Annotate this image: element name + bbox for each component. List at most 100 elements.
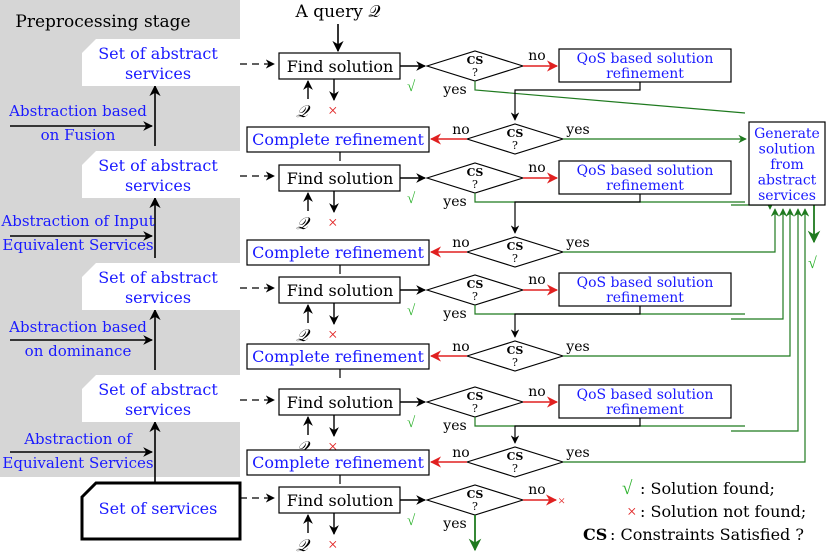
abstraction-label-line2: on Fusion (41, 126, 116, 144)
complete-refinement-label: Complete refinement (252, 243, 424, 262)
qos-label-line1: QoS based solution (577, 51, 714, 67)
legend-check-icon: √ (622, 478, 633, 499)
complete-refinement-box (246, 449, 430, 476)
qos-refinement-box (558, 272, 732, 307)
yes-path (474, 193, 745, 203)
yes-label: yes (442, 418, 466, 434)
no-label: no (528, 482, 545, 498)
check-icon: √ (407, 415, 416, 431)
cs-label: CS (507, 344, 524, 357)
cs-question: ? (472, 500, 478, 513)
check-icon: √ (407, 303, 416, 319)
qos-label-line2: refinement (606, 178, 684, 194)
legend-cs-desc: : Constraints Satisfied ? (610, 525, 804, 544)
cs-label: CS (467, 54, 484, 67)
find-solution-label: Find solution (287, 57, 394, 76)
abstraction-label-line1: Abstraction of (23, 430, 133, 448)
no-label: no (528, 160, 545, 176)
cross-icon: × (328, 213, 338, 232)
cs-label: CS (467, 390, 484, 403)
abstraction-label-line1: Abstraction of Input (0, 212, 154, 230)
yes-label: yes (442, 306, 466, 322)
find-solution-box (278, 486, 401, 514)
cs-question: ? (512, 462, 518, 475)
set-of-services-label: Set of services (99, 499, 218, 518)
no-label: no (528, 48, 545, 64)
query-symbol: 𝒬 (296, 326, 311, 346)
cs-question: ? (472, 402, 478, 415)
cs-question: ? (512, 139, 518, 152)
no-label: no (528, 384, 545, 400)
cs-question: ? (472, 290, 478, 303)
cross-icon: × (558, 493, 565, 508)
qos-refinement-box (558, 160, 732, 195)
generate-label-line: services (758, 188, 816, 204)
cs-question: ? (472, 178, 478, 191)
no-label: no (452, 235, 469, 251)
find-solution-box (278, 388, 401, 416)
abstract-set-box (82, 151, 240, 198)
cs-label: CS (507, 450, 524, 463)
no-label: no (452, 445, 469, 461)
cs-question: ? (472, 66, 478, 79)
qos-refinement-box (558, 48, 732, 83)
set-of-services-box (80, 481, 242, 541)
find-solution-label: Find solution (287, 169, 394, 188)
find-solution-label: Find solution (287, 281, 394, 300)
abstract-set-box (82, 263, 240, 310)
cross-icon: × (328, 101, 338, 120)
generate-label-line: Generate (754, 126, 820, 142)
qos-label-line2: refinement (606, 66, 684, 82)
yes-label: yes (565, 445, 589, 461)
yes-path (474, 417, 745, 427)
abstraction-label-line2: Equivalent Services (2, 454, 153, 472)
abstract-set-box (82, 375, 240, 422)
abstraction-label-line1: Abstraction based (8, 102, 147, 120)
qos-label-line1: QoS based solution (577, 387, 714, 403)
yes-label: yes (442, 82, 466, 98)
legend-not-found-text: : Solution not found; (640, 502, 806, 521)
query-symbol: 𝒬 (296, 214, 311, 234)
cross-icon: × (328, 325, 338, 344)
query-label: A query 𝒬 (295, 2, 381, 22)
qos-label-line2: refinement (606, 290, 684, 306)
find-solution-box (278, 52, 401, 80)
cs-label: CS (507, 127, 524, 140)
yes-path (474, 81, 746, 114)
yes-label: yes (565, 122, 589, 138)
qos-label-line1: QoS based solution (577, 163, 714, 179)
complete-refinement-label: Complete refinement (252, 453, 424, 472)
yes-path (474, 305, 745, 315)
qos-label-line2: refinement (606, 402, 684, 418)
query-symbol: 𝒬 (296, 102, 311, 122)
generate-label-line: solution (759, 142, 816, 158)
qos-refinement-box (558, 384, 732, 419)
legend-cross-icon: × (627, 502, 637, 521)
complete-refinement-label: Complete refinement (252, 130, 424, 149)
complete-refinement-box (246, 239, 430, 266)
complete-refinement-row: Complete refinement CS? no yes (246, 82, 747, 161)
cs-label: CS (467, 278, 484, 291)
cs-label: CS (467, 488, 484, 501)
yes-label: yes (565, 235, 589, 251)
find-solution-label: Find solution (287, 491, 394, 510)
legend-cs-key: CS (583, 525, 607, 544)
check-icon: √ (407, 79, 416, 95)
cross-icon: × (328, 535, 338, 554)
no-label: no (452, 122, 469, 138)
complete-refinement-box (246, 126, 430, 153)
generate-label-line: abstract (758, 173, 817, 189)
preprocessing-title: Preprocessing stage (15, 12, 190, 32)
qos-label-line1: QoS based solution (577, 275, 714, 291)
no-label: no (528, 272, 545, 288)
